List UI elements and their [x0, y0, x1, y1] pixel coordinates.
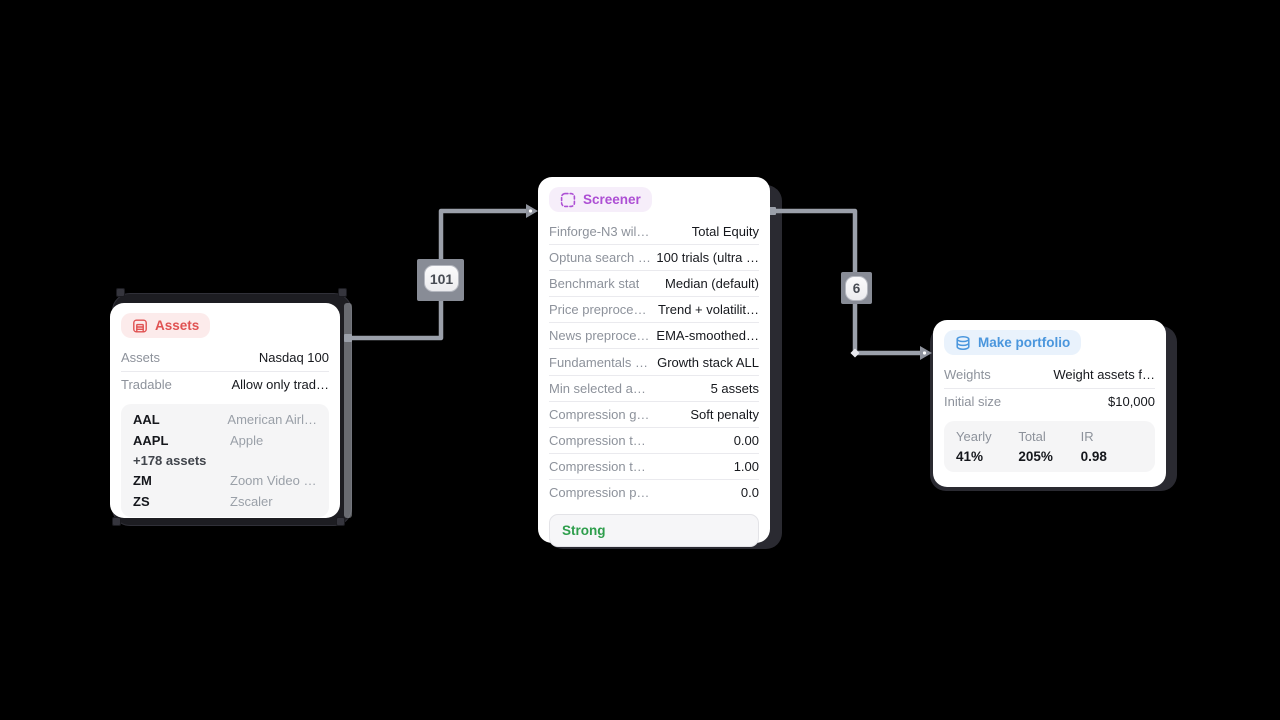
source-handle-screener[interactable] — [768, 207, 776, 215]
scan-box-icon — [560, 192, 576, 208]
asset-ticker: AAL — [133, 412, 160, 428]
warehouse-icon — [132, 318, 148, 334]
status-badge: Strong — [549, 513, 759, 547]
screener-row: News preproce… EMA-smoothed… — [549, 322, 759, 348]
screener-row: Compression p… 0.0 — [549, 479, 759, 505]
stat-total: Total 205% — [1018, 429, 1080, 464]
row-value: Trend + volatilit… — [657, 302, 759, 318]
screener-row: Compression t… 1.00 — [549, 453, 759, 479]
row-label: Compression t… — [549, 433, 646, 449]
arrow-dot-icon — [528, 209, 533, 213]
asset-name: American Airl… — [227, 412, 317, 428]
portfolio-row: Initial size $10,000 — [944, 387, 1155, 415]
screener-row: Min selected a… 5 assets — [549, 374, 759, 401]
edge-bend-marker-icon — [850, 348, 860, 358]
stat-yearly: Yearly 41% — [956, 429, 1018, 464]
edge-label-6[interactable]: 6 — [845, 276, 868, 301]
row-label: Fundamentals … — [549, 354, 648, 370]
screener-row: Fundamentals … Growth stack ALL — [549, 348, 759, 374]
asset-list-more: +178 assets — [133, 452, 207, 468]
row-label: Assets — [121, 350, 161, 365]
row-label: Initial size — [944, 394, 1002, 409]
row-label: Compression p… — [549, 485, 650, 501]
portfolio-row: Weights Weight assets f… — [944, 362, 1155, 388]
stat-value: 205% — [1018, 448, 1053, 464]
row-value: 0.0 — [740, 485, 759, 501]
row-label: Tradable — [121, 377, 172, 392]
resize-handle-bottom-left[interactable] — [112, 517, 121, 526]
node-title: Make portfolio — [978, 335, 1071, 350]
row-value: EMA-smoothed… — [656, 328, 759, 344]
screener-row: Price preproce… Trend + volatilit… — [549, 296, 759, 322]
assets-node-header: Assets — [121, 313, 211, 338]
row-value: Total Equity — [691, 223, 759, 239]
asset-list-item: AAL American Airl… — [133, 410, 317, 430]
asset-ticker: AAPL — [133, 432, 169, 448]
row-label: Compression g… — [549, 406, 650, 422]
assets-right-resize-bar[interactable] — [344, 303, 352, 518]
stat-value: 41% — [956, 448, 984, 464]
portfolio-stats: Yearly 41% Total 205% IR 0.98 — [944, 420, 1155, 472]
row-value: 5 assets — [710, 380, 759, 396]
node-title: Assets — [155, 318, 200, 333]
asset-name: Zoom Video … — [230, 473, 317, 489]
edge-label-text: 6 — [852, 281, 861, 296]
asset-ticker: ZS — [133, 493, 150, 509]
screener-row: Optuna search … 100 trials (ultra … — [549, 243, 759, 270]
stat-label: Yearly — [956, 428, 992, 444]
asset-list: AAL American Airl… AAPL Apple +178 asset… — [121, 403, 329, 518]
screener-node-header: Screener — [549, 187, 652, 212]
screener-row: Compression t… 0.00 — [549, 427, 759, 453]
row-value: Median (default) — [665, 275, 759, 291]
resize-handle-top-left[interactable] — [116, 288, 125, 297]
node-make-portfolio[interactable]: Make portfolio Weights Weight assets f… … — [933, 320, 1166, 487]
row-value: Weight assets f… — [1053, 367, 1155, 382]
resize-handle-top-right[interactable] — [338, 288, 347, 297]
row-label: Compression t… — [549, 459, 646, 475]
asset-name: Apple — [230, 432, 264, 448]
database-icon — [955, 335, 971, 351]
asset-list-item: ZM Zoom Video … — [133, 471, 317, 491]
screener-row: Finforge-N3 wil… Total Equity — [549, 219, 759, 244]
row-value: $10,000 — [1108, 394, 1155, 409]
row-label: Optuna search … — [549, 249, 651, 265]
row-value: Nasdaq 100 — [258, 350, 329, 365]
row-label: Weights — [944, 367, 991, 382]
row-value: 0.00 — [733, 433, 759, 449]
row-value: Soft penalty — [690, 406, 759, 422]
source-handle-assets[interactable] — [344, 334, 352, 342]
node-title: Screener — [583, 192, 641, 207]
row-label: Benchmark stat — [549, 275, 640, 291]
assets-row: Assets Nasdaq 100 — [121, 345, 329, 371]
screener-row: Benchmark stat Median (default) — [549, 269, 759, 296]
resize-handle-bottom-right[interactable] — [336, 517, 345, 526]
arrow-dot-icon — [922, 351, 927, 355]
stat-value: 0.98 — [1080, 448, 1107, 464]
row-label: Price preproce… — [549, 302, 647, 318]
edge-label-text: 101 — [429, 270, 454, 287]
row-value: Growth stack ALL — [657, 354, 759, 370]
asset-name: Zscaler — [230, 493, 273, 509]
node-assets[interactable]: Assets Assets Nasdaq 100 Tradable Allow … — [110, 303, 340, 518]
stat-label: Total — [1018, 428, 1046, 444]
row-value: 1.00 — [733, 459, 759, 475]
portfolio-node-header: Make portfolio — [944, 330, 1082, 355]
asset-ticker: ZM — [133, 473, 152, 489]
row-value: Allow only trad… — [231, 377, 329, 392]
assets-row: Tradable Allow only trad… — [121, 370, 329, 398]
row-label: Min selected a… — [549, 380, 646, 396]
row-label: News preproce… — [549, 328, 650, 344]
edge-label-101[interactable]: 101 — [424, 265, 459, 292]
screener-row: Compression g… Soft penalty — [549, 400, 759, 427]
stat-ir: IR 0.98 — [1081, 429, 1143, 464]
row-value: 100 trials (ultra … — [656, 249, 759, 265]
node-screener[interactable]: Screener Finforge-N3 wil… Total Equity O… — [538, 177, 770, 547]
asset-list-item: AAPL Apple — [133, 430, 317, 450]
stat-label: IR — [1080, 428, 1094, 444]
row-label: Finforge-N3 wil… — [549, 223, 650, 239]
asset-list-item: ZS Zscaler — [133, 491, 317, 511]
